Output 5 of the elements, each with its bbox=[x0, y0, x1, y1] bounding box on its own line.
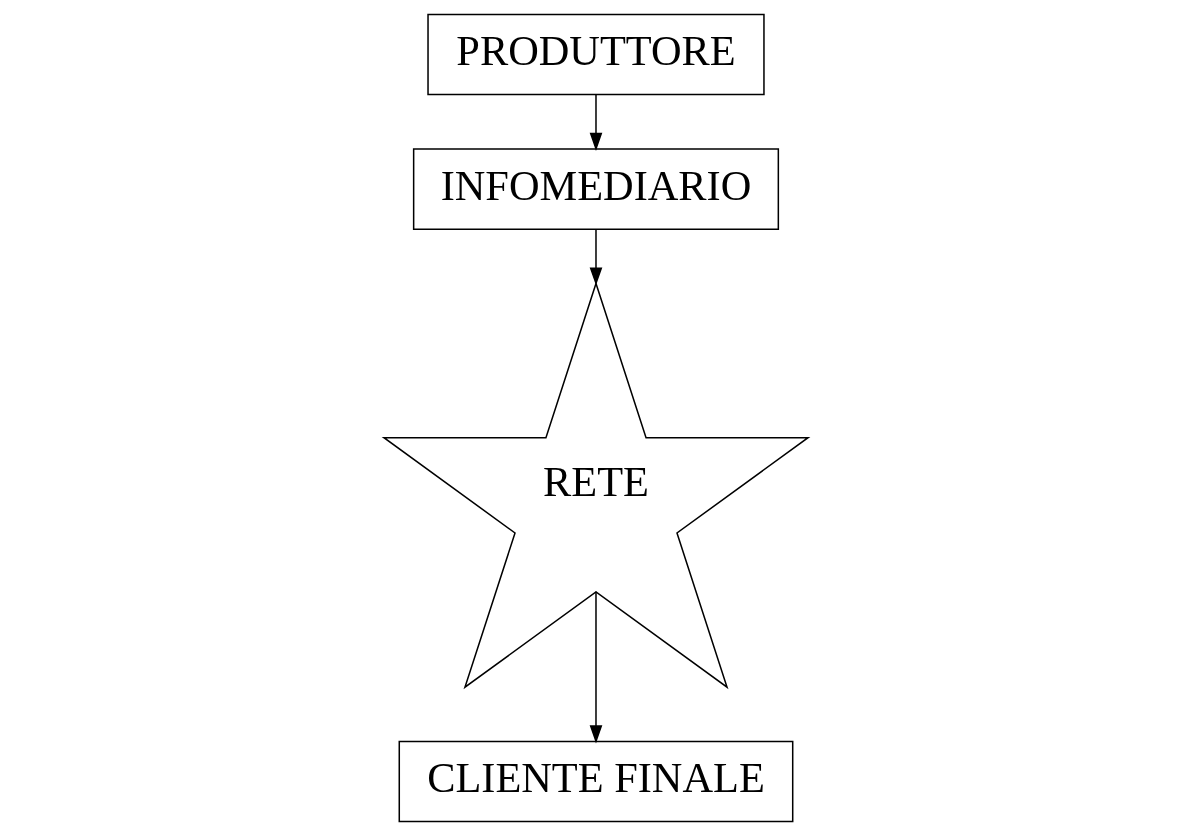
arrow bbox=[589, 94, 602, 151]
arrow bbox=[589, 228, 602, 286]
node-box: INFOMEDIARIO bbox=[412, 148, 779, 231]
node-box: PRODUTTORE bbox=[426, 13, 765, 96]
node-box: CLIENTE FINALE bbox=[398, 740, 793, 823]
